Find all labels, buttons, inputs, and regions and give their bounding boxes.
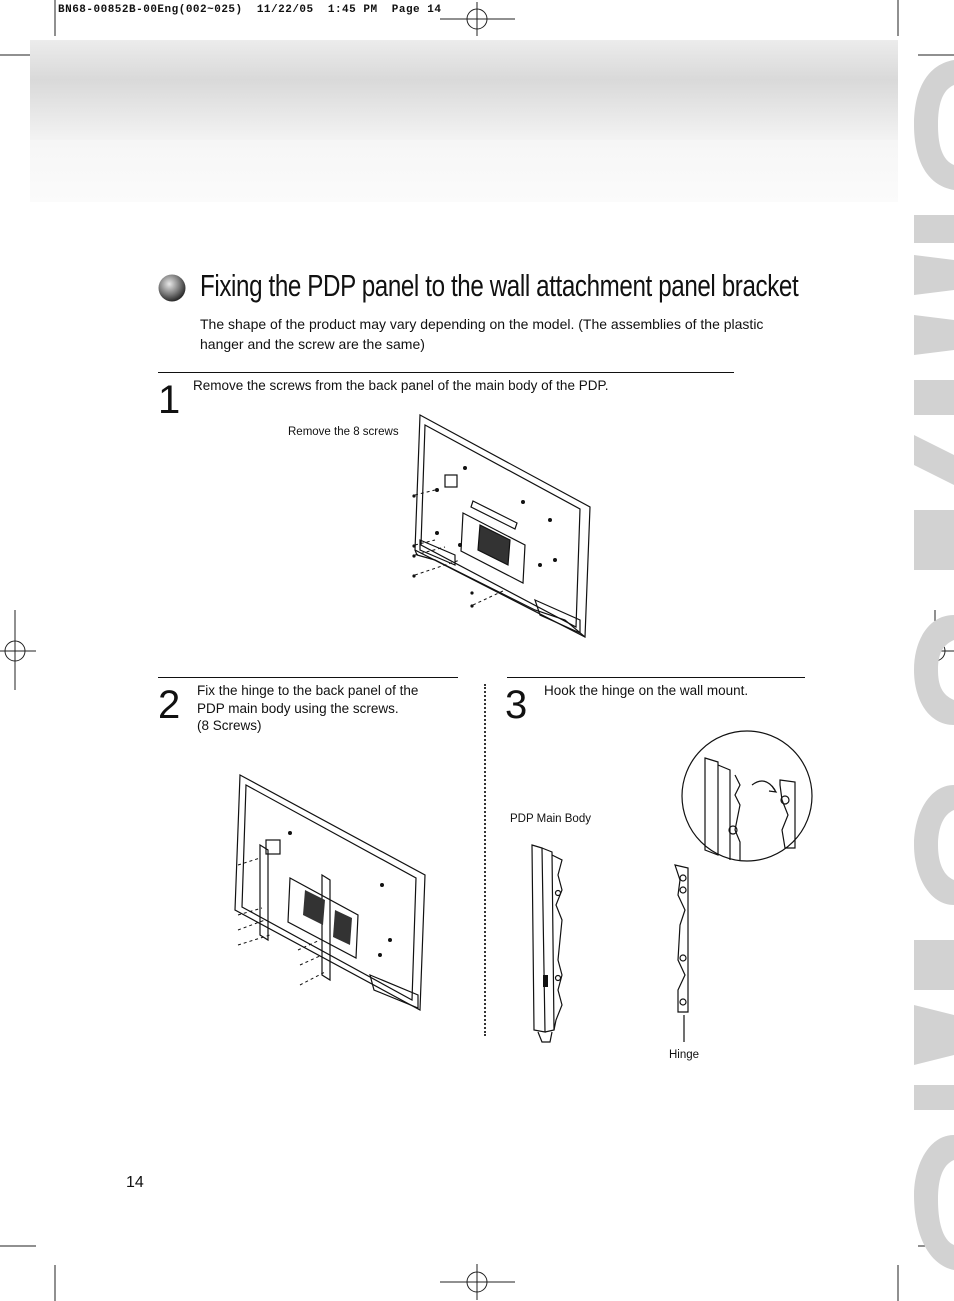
print-slug: BN68-00852B-00Eng(002~025) 11/22/05 1:45…	[58, 4, 442, 16]
step-1-caption: Remove the 8 screws	[288, 426, 399, 438]
registration-mark-icon	[465, 2, 489, 36]
registration-mark-icon	[440, 1264, 515, 1300]
page-number: 14	[126, 1174, 144, 1191]
sidebar-decoration	[914, 60, 954, 1270]
step-3-number: 3	[505, 683, 528, 727]
registration-mark-icon	[0, 610, 36, 690]
step-2-text: Fix the hinge to the back panel of the P…	[197, 682, 418, 735]
sphere-bullet-icon	[158, 274, 186, 302]
column-divider	[484, 684, 486, 1036]
page-title: Fixing the PDP panel to the wall attachm…	[200, 268, 799, 303]
step-1-text: Remove the screws from the back panel of…	[193, 378, 609, 393]
pdp-back-panel-illustration	[412, 414, 591, 638]
step-2-number: 2	[158, 683, 181, 727]
step-2-text-line: Fix the hinge to the back panel of the	[197, 683, 419, 698]
step-2-text-line: (8 Screws)	[197, 718, 262, 733]
step-1-rule	[158, 372, 734, 373]
step-3-text: Hook the hinge on the wall mount.	[544, 683, 749, 698]
header-banner-fade	[30, 140, 898, 202]
pdp-main-body-label: PDP Main Body	[510, 813, 591, 825]
wall-mount-illustration	[531, 730, 813, 1043]
hinge-label: Hinge	[669, 1049, 700, 1061]
intro-text: The shape of the product may vary depend…	[200, 316, 764, 352]
step-3-rule	[507, 677, 805, 678]
step-2-rule	[158, 677, 458, 678]
step-1-number: 1	[158, 378, 181, 422]
step-2-text-line: PDP main body using the screws.	[197, 700, 399, 716]
hinge-attachment-illustration	[234, 774, 426, 1011]
header-banner	[30, 40, 898, 140]
